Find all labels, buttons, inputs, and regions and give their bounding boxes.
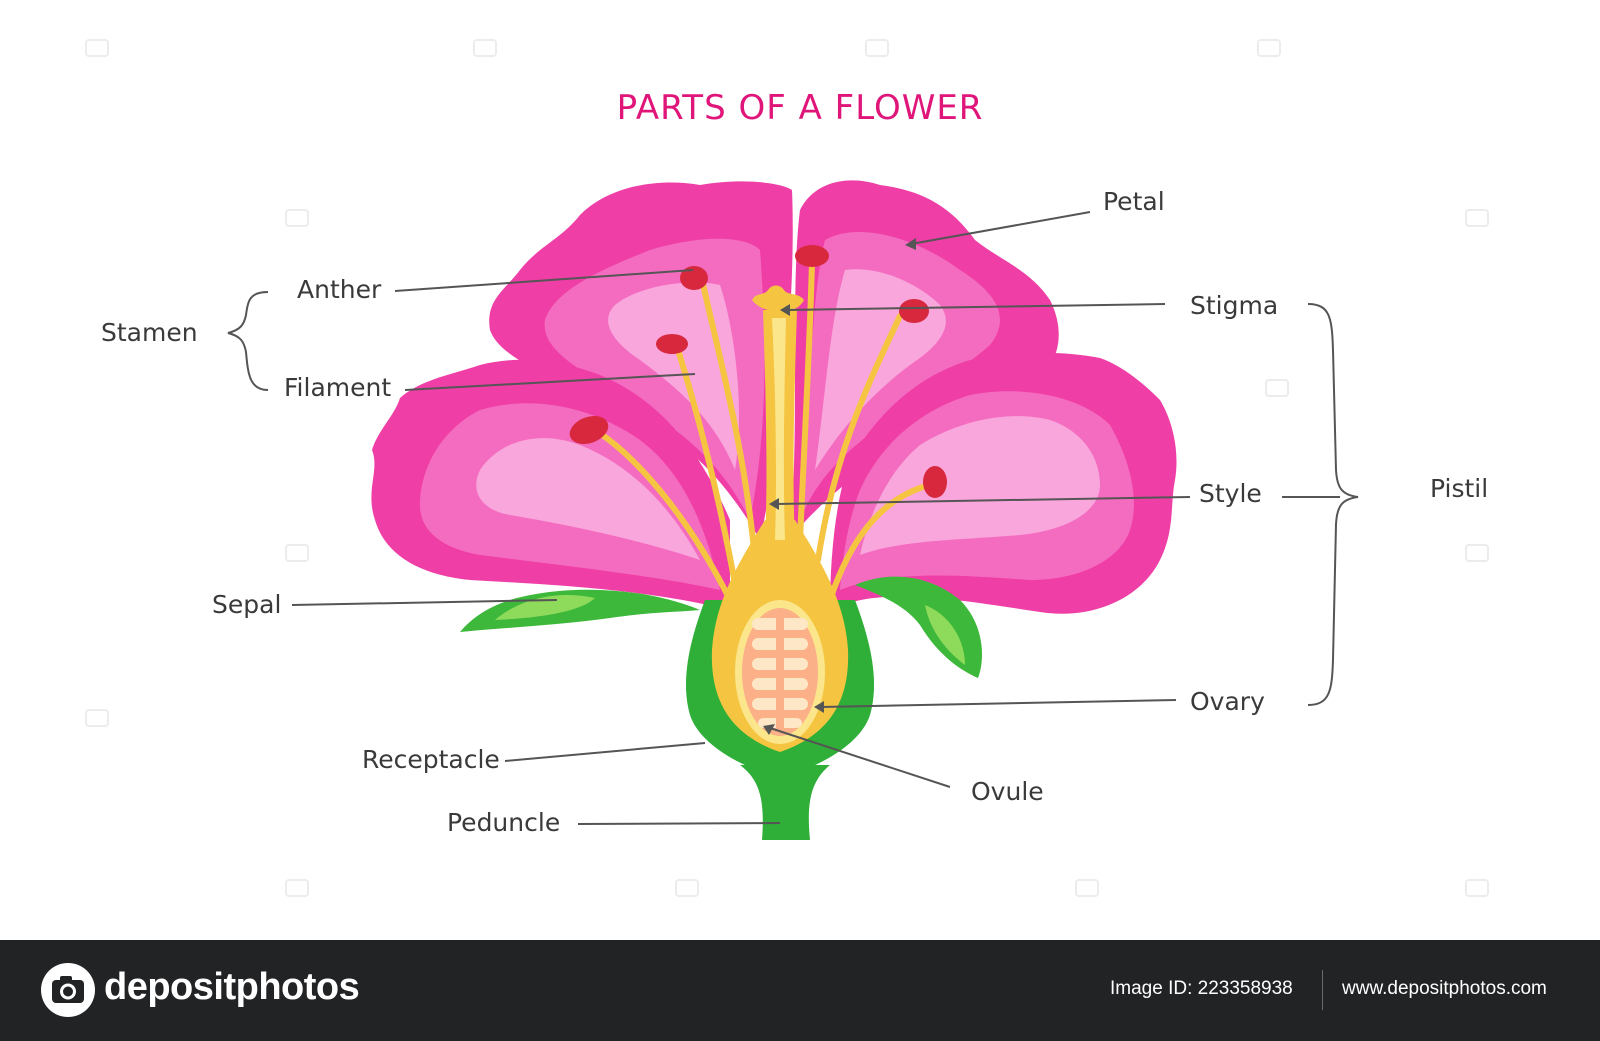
anthers <box>569 245 947 498</box>
watermark-marks <box>85 39 1489 897</box>
label-peduncle: Peduncle <box>447 808 561 837</box>
sepal-left-inner <box>495 594 595 620</box>
sepal-right <box>855 576 983 678</box>
label-style: Style <box>1199 479 1262 508</box>
label-stamen: Stamen <box>101 318 198 347</box>
label-anther: Anther <box>297 275 382 304</box>
leader-arrowheads <box>763 238 916 735</box>
label-petal: Petal <box>1103 187 1165 216</box>
sepal-right-inner <box>925 605 965 665</box>
footer-bar: depositphotos Image ID: 223358938 www.de… <box>0 940 1600 1041</box>
camera-logo-icon <box>41 963 95 1017</box>
footer-divider <box>1322 970 1323 1010</box>
label-sepal: Sepal <box>212 590 282 619</box>
stigma-shape <box>752 285 804 312</box>
footer-image-id: Image ID: 223358938 <box>1110 978 1293 999</box>
label-ovary: Ovary <box>1190 687 1265 716</box>
style-highlight <box>772 318 786 540</box>
label-stigma: Stigma <box>1190 291 1279 320</box>
footer-site-link[interactable]: www.depositphotos.com <box>1342 978 1547 999</box>
label-receptacle: Receptacle <box>362 745 500 774</box>
petal-front-right-highlight <box>860 416 1100 555</box>
filaments <box>595 259 929 603</box>
footer-brand[interactable]: depositphotos <box>104 966 360 1008</box>
diagram-title: PARTS OF A FLOWER <box>616 88 984 128</box>
label-ovule: Ovule <box>971 777 1044 806</box>
ovule-divider <box>776 612 784 732</box>
stamen-brace <box>227 291 269 391</box>
label-filament: Filament <box>284 373 392 402</box>
label-pistil: Pistil <box>1430 474 1489 503</box>
leader-lines <box>291 211 1191 825</box>
petal-front-left-highlight <box>476 438 700 560</box>
flower-diagram <box>85 39 1489 897</box>
peduncle <box>740 765 830 840</box>
pistil-brace <box>1307 303 1359 706</box>
